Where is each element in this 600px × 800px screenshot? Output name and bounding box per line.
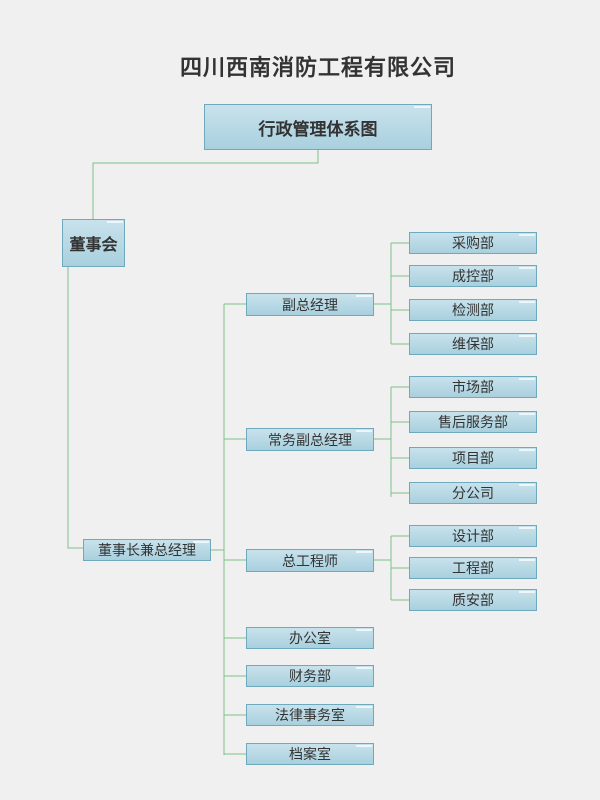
department-label: 成控部 bbox=[452, 269, 494, 285]
department-box: 项目部 bbox=[409, 447, 537, 469]
department-box: 工程部 bbox=[409, 557, 537, 579]
department-label: 采购部 bbox=[452, 236, 494, 252]
board-box: 董事会 bbox=[62, 219, 125, 267]
direct-unit-label: 办公室 bbox=[289, 631, 331, 647]
chairman-gm-box: 董事长兼总经理 bbox=[83, 539, 211, 561]
department-label: 售后服务部 bbox=[438, 415, 508, 431]
manager-label: 常务副总经理 bbox=[268, 432, 352, 449]
department-label: 质安部 bbox=[452, 593, 494, 609]
company-title: 四川西南消防工程有限公司 bbox=[179, 56, 456, 81]
department-box: 采购部 bbox=[409, 232, 537, 254]
department-label: 工程部 bbox=[452, 561, 494, 577]
board-label: 董事会 bbox=[69, 235, 118, 254]
department-label: 设计部 bbox=[452, 529, 494, 545]
direct-unit-box: 档案室 bbox=[246, 743, 374, 765]
manager-label: 副总经理 bbox=[282, 297, 338, 314]
direct-unit-box: 财务部 bbox=[246, 665, 374, 687]
manager-box-chief-engineer: 总工程师 bbox=[246, 549, 374, 572]
direct-unit-box: 办公室 bbox=[246, 627, 374, 649]
department-label: 市场部 bbox=[452, 380, 494, 396]
direct-unit-box: 法律事务室 bbox=[246, 704, 374, 726]
department-box: 检测部 bbox=[409, 299, 537, 321]
manager-box-executive-deputy-gm: 常务副总经理 bbox=[246, 428, 374, 451]
manager-box-deputy-gm: 副总经理 bbox=[246, 293, 374, 316]
chart-title-box: 行政管理体系图 bbox=[204, 104, 432, 150]
department-box: 市场部 bbox=[409, 376, 537, 398]
department-label: 分公司 bbox=[452, 486, 494, 502]
department-box: 成控部 bbox=[409, 265, 537, 287]
department-box: 分公司 bbox=[409, 482, 537, 504]
department-box: 质安部 bbox=[409, 589, 537, 611]
direct-unit-label: 财务部 bbox=[289, 669, 331, 685]
connector-line bbox=[92, 150, 319, 219]
department-label: 项目部 bbox=[452, 451, 494, 467]
chairman-gm-label: 董事长兼总经理 bbox=[98, 543, 196, 559]
manager-label: 总工程师 bbox=[282, 553, 338, 570]
department-box: 售后服务部 bbox=[409, 411, 537, 433]
chart-title-label: 行政管理体系图 bbox=[258, 119, 378, 140]
direct-unit-label: 档案室 bbox=[289, 747, 331, 763]
department-label: 维保部 bbox=[452, 337, 494, 353]
connector-line bbox=[67, 267, 83, 549]
direct-unit-label: 法律事务室 bbox=[275, 708, 345, 724]
department-label: 检测部 bbox=[452, 303, 494, 319]
department-box: 设计部 bbox=[409, 525, 537, 547]
department-box: 维保部 bbox=[409, 333, 537, 355]
